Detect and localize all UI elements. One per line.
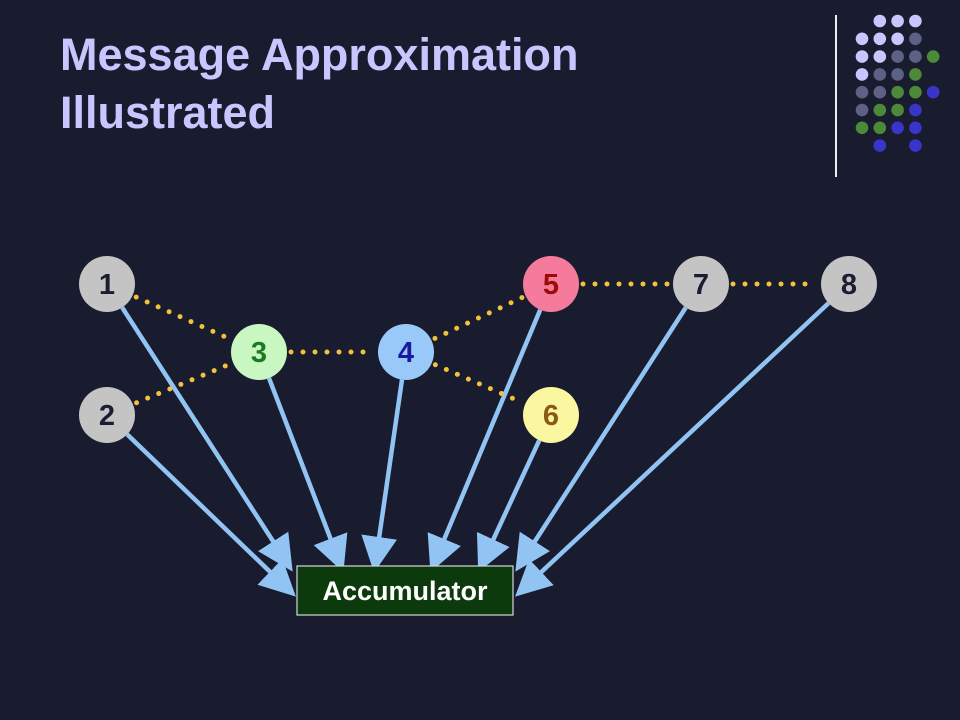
logo-dot: [873, 50, 887, 63]
arrow-node-1-to-accumulator: [120, 306, 293, 572]
node-1-circle: [79, 256, 135, 312]
node-5-circle: [523, 256, 579, 312]
node-1: 1: [79, 256, 135, 312]
node-2-label: 2: [99, 400, 115, 432]
slide-title-line-2: Illustrated: [60, 87, 276, 138]
logo-dot-grid: [855, 14, 940, 152]
arrow-node-3-to-accumulator: [266, 377, 348, 573]
logo-dot: [926, 50, 940, 63]
logo-dot: [873, 32, 887, 46]
node-6-label: 6: [543, 400, 559, 432]
accumulator-label: Accumulator: [322, 576, 488, 606]
logo-dot: [855, 68, 869, 81]
arrow-node-8-to-accumulator: [515, 301, 831, 597]
node-4-circle: [378, 324, 434, 380]
logo-dot: [855, 121, 869, 135]
logo-dot: [909, 139, 922, 152]
node-6: 6: [523, 387, 579, 443]
node-3-label: 3: [251, 337, 267, 369]
arrow-node-4-to-accumulator: [361, 379, 405, 573]
node-7-label: 7: [693, 269, 709, 301]
logo-dot: [891, 85, 904, 99]
logo-dot: [873, 139, 887, 152]
slide-title-line-1: Message Approximation: [60, 29, 579, 80]
node-6-circle: [523, 387, 579, 443]
logo-dot: [873, 85, 887, 99]
logo-dot: [909, 32, 922, 46]
node-7: 7: [673, 256, 729, 312]
dotted-link-4-6: [432, 362, 525, 405]
node-2: 2: [79, 387, 135, 443]
node-8: 8: [821, 256, 877, 312]
logo-dot: [909, 85, 922, 99]
node-5-label: 5: [543, 269, 559, 301]
logo-dot: [873, 121, 887, 135]
nodes-group: 1 2 3 4 5 6 7 8: [79, 256, 877, 443]
logo-dot: [891, 14, 904, 28]
logo-dot: [873, 103, 887, 117]
logo-dot: [891, 121, 904, 135]
node-1-label: 1: [99, 269, 115, 301]
node-4: 4: [378, 324, 434, 380]
logo-dot: [891, 103, 904, 117]
logo-dot: [855, 32, 869, 46]
node-5: 5: [523, 256, 579, 312]
logo-dot: [909, 68, 922, 81]
logo-dot: [891, 50, 904, 63]
logo-dot: [855, 50, 869, 63]
node-7-circle: [673, 256, 729, 312]
logo-dot: [909, 103, 922, 117]
logo-dot: [891, 32, 904, 46]
dotted-link-4-5: [432, 295, 525, 341]
logo-dot: [891, 68, 904, 81]
node-3-circle: [231, 324, 287, 380]
title-divider: [835, 15, 837, 177]
node-8-circle: [821, 256, 877, 312]
slide-title: Message Approximation Illustrated: [60, 26, 578, 142]
dotted-links-group: [133, 281, 820, 406]
arrow-node-6-to-accumulator: [476, 439, 542, 573]
logo-dot: [855, 103, 869, 117]
logo-dot: [873, 68, 887, 81]
dotted-link-2-3: [134, 361, 232, 406]
arrow-node-2-to-accumulator: [125, 432, 296, 597]
arrows-group: [120, 301, 831, 597]
logo-dot: [909, 14, 922, 28]
logo-dot: [855, 85, 869, 99]
accumulator-box: [296, 565, 514, 616]
node-8-label: 8: [841, 269, 857, 301]
logo-dot: [909, 50, 922, 63]
arrow-node-5-to-accumulator: [427, 308, 543, 573]
arrow-node-7-to-accumulator: [515, 306, 688, 572]
accumulator: Accumulator: [296, 565, 514, 616]
node-2-circle: [79, 387, 135, 443]
logo-dot: [926, 85, 940, 99]
logo-dot: [873, 14, 887, 28]
dotted-link-1-3: [133, 294, 233, 342]
node-3: 3: [231, 324, 287, 380]
logo-dot: [909, 121, 922, 135]
node-4-label: 4: [398, 337, 414, 369]
